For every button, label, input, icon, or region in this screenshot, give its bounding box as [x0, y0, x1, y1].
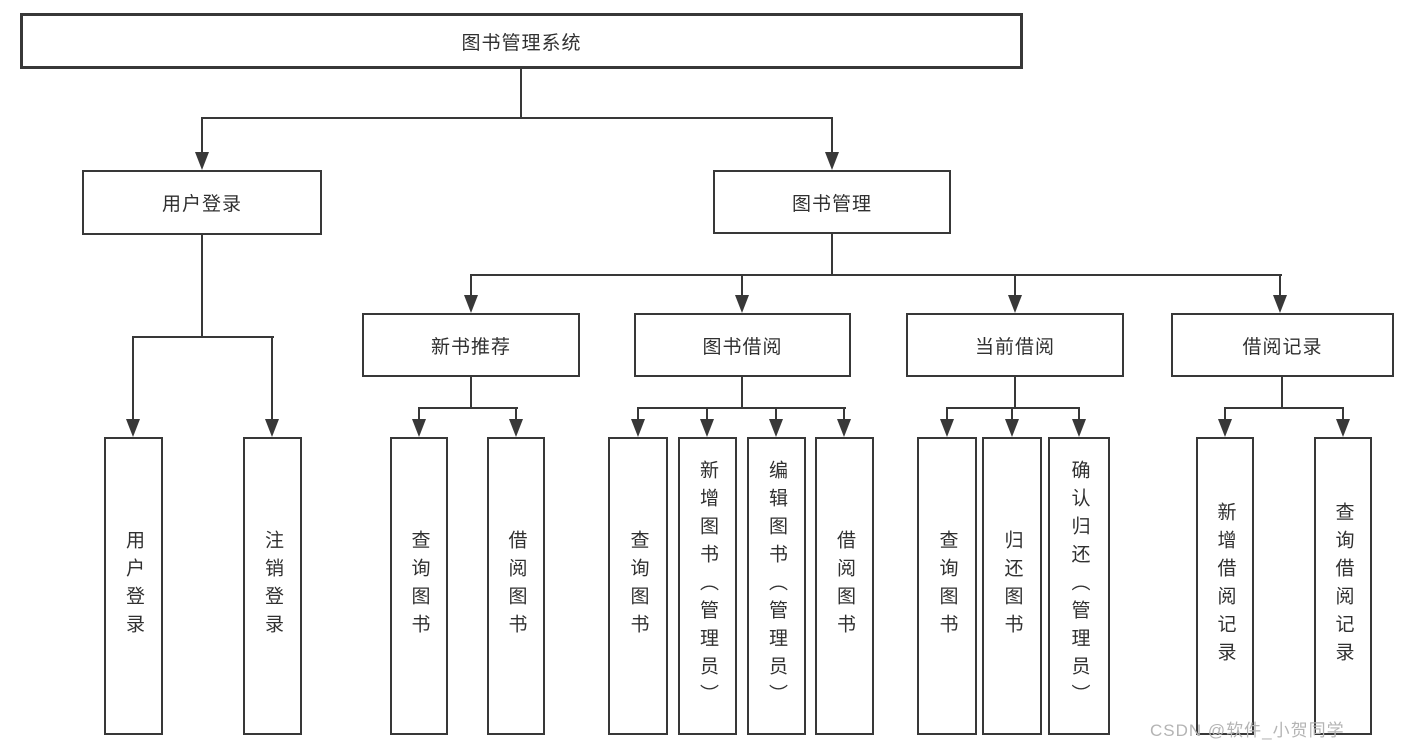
connector-line — [132, 336, 274, 338]
node-new-book-recommendation: 新书推荐 — [362, 313, 580, 377]
node-label: 借阅记录 — [1242, 336, 1323, 358]
leaf-query-books-current: 查询图书 — [917, 437, 977, 735]
arrowhead-down — [1072, 419, 1086, 437]
leaf-edit-books-admin: 编辑图书（管理员） — [747, 437, 806, 735]
connector-line — [741, 377, 743, 408]
connector-line — [741, 274, 743, 296]
leaf-label: 新增图书（管理员） — [697, 460, 718, 712]
connector-line — [637, 407, 639, 421]
connector-line — [515, 407, 517, 421]
arrowhead-down — [631, 419, 645, 437]
leaf-query-books-borrow: 查询图书 — [608, 437, 668, 735]
arrowhead-down — [940, 419, 954, 437]
connector-line — [831, 117, 833, 153]
leaf-label: 注销登录 — [262, 530, 283, 642]
node-user-login-group: 用户登录 — [82, 170, 322, 235]
node-label: 用户登录 — [161, 194, 242, 215]
leaf-label: 查询图书 — [936, 530, 958, 642]
arrowhead-down — [1218, 419, 1232, 437]
connector-line — [1224, 407, 1226, 421]
node-library-management-system: 图书管理系统 — [20, 13, 1023, 69]
connector-line — [271, 336, 273, 420]
connector-line — [1078, 407, 1080, 421]
leaf-label: 借阅图书 — [834, 530, 855, 642]
arrowhead-down — [837, 419, 851, 437]
leaf-borrow-books-newbook: 借阅图书 — [487, 437, 545, 735]
leaf-borrow-books-borrow: 借阅图书 — [815, 437, 874, 735]
connector-line — [775, 407, 777, 421]
connector-line — [132, 336, 134, 420]
node-label: 新书推荐 — [430, 336, 511, 358]
connector-line — [418, 407, 420, 421]
leaf-label: 编辑图书（管理员） — [766, 460, 787, 712]
csdn-watermark: CSDN @软件_小贺同学 — [1150, 721, 1345, 740]
node-label: 当前借阅 — [974, 336, 1055, 358]
arrowhead-down — [1008, 295, 1022, 313]
leaf-return-books: 归还图书 — [982, 437, 1042, 735]
connector-line — [946, 407, 1080, 409]
leaf-add-books-admin: 新增图书（管理员） — [678, 437, 737, 735]
arrowhead-down — [412, 419, 426, 437]
leaf-query-borrow-record: 查询借阅记录 — [1314, 437, 1372, 735]
arrowhead-down — [195, 152, 209, 170]
arrowhead-down — [509, 419, 523, 437]
arrowhead-down — [1336, 419, 1350, 437]
node-borrowing-records: 借阅记录 — [1171, 313, 1394, 377]
connector-line — [1224, 407, 1344, 409]
connector-line — [470, 274, 472, 296]
leaf-label: 归还图书 — [1001, 530, 1023, 642]
arrowhead-down — [1273, 295, 1287, 313]
leaf-label: 用户登录 — [123, 530, 144, 642]
arrowhead-down — [735, 295, 749, 313]
leaf-query-books-newbook: 查询图书 — [390, 437, 448, 735]
node-book-borrowing: 图书借阅 — [634, 313, 851, 377]
arrowhead-down — [126, 419, 140, 437]
arrowhead-down — [825, 152, 839, 170]
connector-line — [1342, 407, 1344, 421]
leaf-add-borrow-record: 新增借阅记录 — [1196, 437, 1254, 735]
connector-line — [201, 117, 203, 153]
connector-line — [470, 377, 472, 408]
connector-line — [1011, 407, 1013, 421]
connector-line — [1014, 377, 1016, 408]
node-label: 图书借阅 — [702, 336, 783, 358]
connector-line — [637, 407, 846, 409]
arrowhead-down — [769, 419, 783, 437]
leaf-label: 查询借阅记录 — [1332, 502, 1354, 670]
connector-line — [843, 407, 845, 421]
connector-line — [418, 407, 518, 409]
arrowhead-down — [700, 419, 714, 437]
node-book-management: 图书管理 — [713, 170, 951, 234]
connector-line — [201, 235, 203, 336]
connector-line — [946, 407, 948, 421]
leaf-label: 新增借阅记录 — [1214, 502, 1236, 670]
leaf-label: 确认归还（管理员） — [1068, 460, 1090, 712]
connector-line — [831, 234, 833, 274]
arrowhead-down — [1005, 419, 1019, 437]
arrowhead-down — [464, 295, 478, 313]
leaf-label: 查询图书 — [627, 530, 649, 642]
node-label: 图书管理系统 — [461, 32, 582, 54]
node-current-borrowing: 当前借阅 — [906, 313, 1124, 377]
leaf-user-login: 用户登录 — [104, 437, 163, 735]
arrowhead-down — [265, 419, 279, 437]
leaf-logout: 注销登录 — [243, 437, 302, 735]
leaf-label: 查询图书 — [408, 530, 430, 642]
connector-line — [520, 69, 522, 117]
node-label: 图书管理 — [791, 193, 872, 215]
leaf-confirm-return-admin: 确认归还（管理员） — [1048, 437, 1110, 735]
leaf-label: 借阅图书 — [505, 530, 527, 642]
connector-line — [706, 407, 708, 421]
connector-line — [470, 274, 1282, 276]
connector-line — [201, 117, 833, 119]
connector-line — [1014, 274, 1016, 296]
connector-line — [1279, 274, 1281, 296]
connector-line — [1281, 377, 1283, 408]
